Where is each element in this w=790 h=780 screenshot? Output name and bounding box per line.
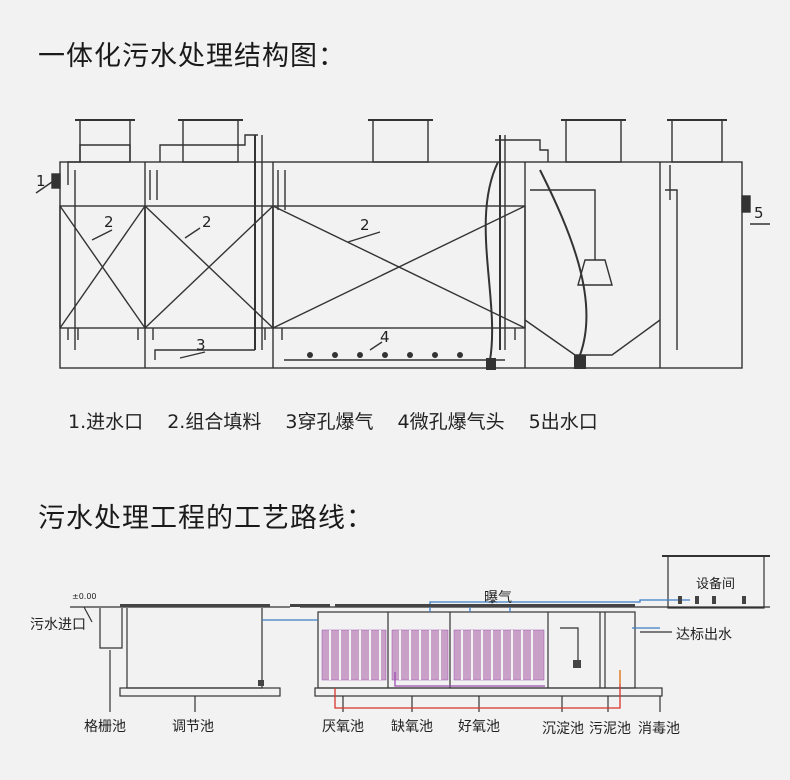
callout-2a: 2 <box>104 213 114 231</box>
elevation-mark: ±0.00 <box>72 592 97 601</box>
label-regulating: 调节池 <box>172 719 214 735</box>
label-inlet: 污水进口 <box>30 617 86 633</box>
section1-title: 一体化污水处理结构图： <box>38 41 346 72</box>
label-anaerobic: 厌氧池 <box>322 719 364 735</box>
label-disinfection: 消毒池 <box>638 721 680 737</box>
structure-diagram <box>35 119 770 370</box>
callout-5: 5 <box>754 204 764 222</box>
legend-item-outlet: 5出水口 <box>528 411 598 433</box>
label-sludge: 污泥池 <box>589 721 631 737</box>
label-grille: 格栅池 <box>84 719 126 735</box>
label-sedimentation: 沉淀池 <box>542 721 584 737</box>
callout-2b: 2 <box>202 213 212 231</box>
label-anoxic: 缺氧池 <box>391 719 433 735</box>
legend-item-inlet: 1.进水口 <box>68 411 144 433</box>
section2-title: 污水处理工程的工艺路线： <box>38 503 374 534</box>
legend-item-perforated-aeration: 3穿孔爆气 <box>285 411 374 433</box>
label-aerobic: 好氧池 <box>458 719 500 735</box>
label-outlet: 达标出水 <box>676 627 732 643</box>
callout-2c: 2 <box>360 216 370 234</box>
callout-1: 1 <box>36 172 46 190</box>
callout-3: 3 <box>196 336 206 354</box>
legend-item-media: 2.组合填料 <box>167 411 262 433</box>
legend-item-micro-aerator: 4微孔爆气头 <box>397 411 505 433</box>
legend: 1.进水口 2.组合填料 3穿孔爆气 4微孔爆气头 5出水口 <box>68 407 616 434</box>
label-equipment-room: 设备间 <box>696 577 736 592</box>
callout-4: 4 <box>380 328 390 346</box>
main-tank <box>59 161 743 369</box>
label-aeration: 曝气 <box>484 590 512 606</box>
